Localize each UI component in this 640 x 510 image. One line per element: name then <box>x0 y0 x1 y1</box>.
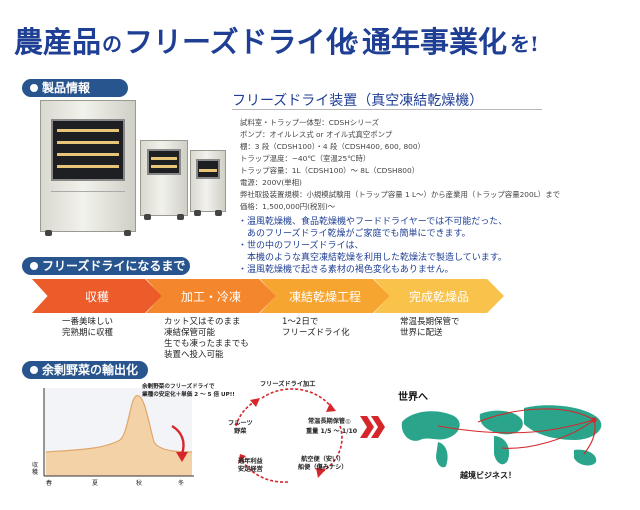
spec-line: ポンプ：オイルレス式 or オイル式真空ポンプ <box>240 130 393 139</box>
continent-americas <box>401 411 460 441</box>
process-step-freeze-drying: 凍結乾燥工程 <box>260 279 390 313</box>
harvest-seasonality-chart <box>43 388 194 477</box>
divider <box>232 109 542 110</box>
cycle-arrow-icon <box>250 398 260 407</box>
machine-small <box>190 150 226 216</box>
feature-bullet: 本機のような真空凍結乾燥を利用した乾燥法で製造しています。 <box>238 253 507 263</box>
headline-part: 通年事業化 <box>362 25 508 59</box>
chart-y-label: 収 穫 <box>32 462 39 476</box>
cycle-arrow-icon <box>316 468 326 478</box>
cycle-diagram <box>235 388 343 483</box>
headline-part: を! <box>510 32 539 56</box>
machine-window <box>196 159 220 179</box>
cycle-label-top: フリーズドライ加工 <box>260 381 316 388</box>
process-step-description: 一番美味しい 完熟期に収穫 <box>62 317 114 338</box>
chart-note: 余剰野菜のフリーズドライで 業種の安定化＋単価 2 〜 5 倍 UP!! <box>142 384 235 398</box>
process-step-description: カット又はそのまま 凍結保管可能 生でも凍ったままでも 装置へ投入可能 <box>164 317 249 360</box>
arrow-curve <box>171 424 185 455</box>
cycle-label-right-title: 常温長期保管◎ <box>308 418 351 425</box>
world-title: 世界へ <box>398 392 428 403</box>
section-label-export: 余剰野菜の輸出化 <box>22 361 148 379</box>
process-step-harvest: 収穫 <box>32 279 162 313</box>
machine-window <box>51 119 125 181</box>
x-tick: 春 <box>46 480 53 487</box>
cycle-arrow-icon <box>238 454 246 464</box>
section-label-process: フリーズドライになるまで <box>22 257 190 275</box>
process-step-label: 凍結乾燥工程 <box>288 289 361 304</box>
trade-route <box>501 419 595 449</box>
process-step-description: 常温長期保管で 世界に配送 <box>400 317 460 338</box>
x-tick: 冬 <box>178 480 185 487</box>
continent-europe <box>479 410 523 435</box>
harvest-area <box>46 395 192 476</box>
trade-route <box>477 408 595 423</box>
spec-line: 電源：200V(単相) <box>240 178 302 187</box>
feature-bullet: ・世の中のフリーズドライは、 <box>238 241 364 251</box>
spec-line: 試料室・トラップ一体型：CDSHシリーズ <box>240 118 379 127</box>
headline-part: フリーズドライ化 <box>124 25 355 59</box>
section-label-product-info: 製品情報 <box>22 79 128 97</box>
process-step-finished: 完成乾燥品 <box>374 279 504 313</box>
headline-part: で <box>339 32 359 56</box>
headline-part: 農産品 <box>14 25 102 59</box>
cycle-label-bottom-left: 通年利益 安定経営 <box>238 458 263 473</box>
origin-marker <box>591 417 597 423</box>
machine-large <box>40 100 136 236</box>
trade-route <box>583 419 596 455</box>
x-tick: 秋 <box>136 480 143 487</box>
cycle-label-left: フルーツ 野菜 <box>228 420 253 435</box>
continent-south-america <box>436 442 448 468</box>
process-step-description: 1〜2日で フリーズドライ化 <box>282 317 350 338</box>
machine-window <box>147 149 181 175</box>
continent-africa <box>494 436 510 465</box>
process-step-label: 加工・冷凍 <box>180 289 241 304</box>
double-chevron-right-icon <box>360 416 385 438</box>
product-title: フリーズドライ装置（真空凍結乾燥機） <box>232 93 484 109</box>
world-caption: 越境ビジネス！ <box>460 471 516 480</box>
continent-oceania <box>574 449 597 466</box>
process-step-processing: 加工・冷凍 <box>146 279 276 313</box>
feature-bullet: ・温風乾燥機で起きる素材の褐色変化もありません。 <box>238 265 454 275</box>
machine-medium <box>140 140 188 220</box>
feature-bullet: あのフリーズドライ乾燥がご家庭でも簡単にできます。 <box>238 229 471 239</box>
headline: 農産品 の フリーズドライ化 で 通年事業化 を! <box>14 22 626 66</box>
spec-line: トラップ容量：1L（CDSH100）〜 8L（CDSH800） <box>240 166 420 175</box>
spec-line: 棚：3 段（CDSH100）・4 段（CDSH400, 600, 800） <box>240 142 425 151</box>
cycle-label-right-sub: 重量 1/5 〜 1/10 <box>306 428 358 435</box>
headline-part: の <box>102 32 122 56</box>
spec-line: 弊社取扱装置規模：小規模試験用（トラップ容量 1 L〜）から産業用（トラップ容量… <box>240 190 560 199</box>
spec-line: 価格：1,500,000円(税別)〜 <box>240 202 336 211</box>
trade-route <box>437 419 595 434</box>
x-tick: 夏 <box>92 480 99 487</box>
world-map <box>401 405 602 468</box>
feature-bullet: ・温風乾燥機、食品乾燥機やフードドライヤーでは不可能だった、 <box>238 217 508 227</box>
arrow-down-icon <box>176 452 188 462</box>
cycle-label-bottom-right: 航空便（安い） 船便（傷みナシ） <box>298 456 348 471</box>
cycle-arrow-icon <box>326 403 336 412</box>
spec-line: トラップ温度：−40℃（室温25℃時） <box>240 154 371 163</box>
process-step-label: 完成乾燥品 <box>408 289 469 304</box>
process-step-label: 収穫 <box>84 289 109 304</box>
